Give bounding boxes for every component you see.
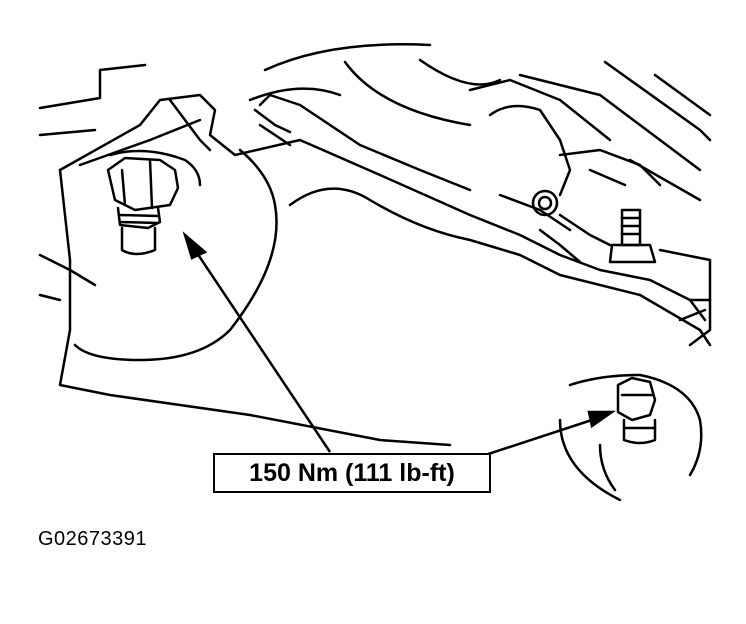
- upper-right-fitting: [488, 104, 662, 247]
- arrowhead-right-icon: [587, 410, 616, 429]
- engine-background-lines: [38, 43, 712, 347]
- torque-callout-label: 150 Nm (111 lb-ft): [213, 453, 491, 493]
- left-nut-icon: [106, 149, 202, 256]
- engine-mount-bracket: [58, 93, 712, 447]
- leader-line-left: [193, 249, 332, 453]
- arrowhead-left-icon: [182, 231, 208, 260]
- leader-line-right: [469, 416, 599, 462]
- lower-right-nut-icon: [558, 373, 703, 502]
- leader-arrows: [182, 231, 616, 462]
- figure-id: G02673391: [38, 528, 148, 550]
- right-stud-icon: [608, 208, 657, 264]
